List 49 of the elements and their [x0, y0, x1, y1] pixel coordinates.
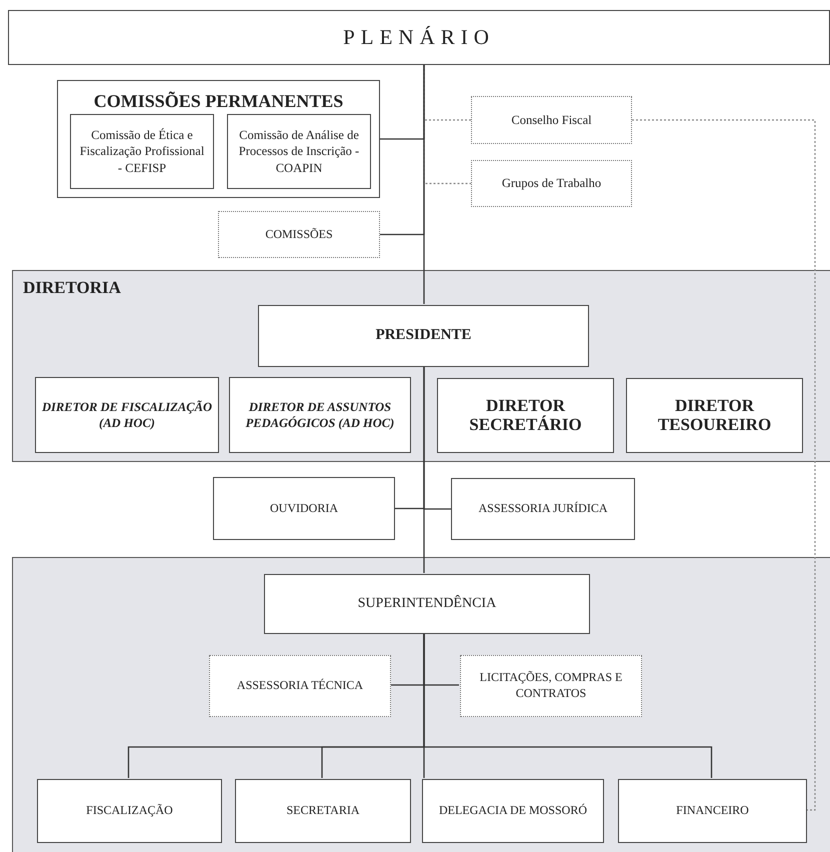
box-label: FINANCEIRO — [675, 803, 750, 819]
connector-line — [423, 366, 425, 573]
box-label: LICITAÇÕES, COMPRAS E CONTRATOS — [478, 670, 624, 702]
dashed-box — [218, 211, 380, 258]
box-label: Comissão de Ética e Fiscalização Profissional - CEFISP — [78, 127, 206, 176]
org-box — [35, 377, 219, 453]
dashed-box — [471, 160, 632, 207]
box-label: Grupos de Trabalho — [500, 175, 602, 192]
org-box — [70, 114, 214, 189]
box-label: Conselho Fiscal — [510, 112, 593, 128]
org-box — [227, 114, 371, 189]
org-box — [229, 377, 411, 453]
box-label: SUPERINTENDÊNCIA — [356, 594, 498, 613]
org-box — [264, 574, 590, 634]
connector-line — [423, 633, 712, 778]
box-label: DELEGACIA DE MOSSORÓ — [438, 803, 588, 819]
box-label: SECRETARIA — [285, 803, 361, 819]
dashed-box — [471, 96, 632, 144]
box-label: ASSESSORIA TÉCNICA — [236, 678, 364, 694]
org-box — [626, 378, 803, 453]
box-label: Comissão de Análise de Processos de Inscrição - COAPIN — [238, 127, 360, 176]
connector-line — [380, 65, 425, 236]
box-label: DIRETOR DE ASSUNTOS PEDAGÓGICOS (AD HOC) — [244, 398, 396, 432]
board-band — [12, 270, 830, 462]
box-label: DIRETOR DE FISCALIZAÇÃO (AD HOC) — [41, 398, 213, 432]
box-label: COMISSÕES — [264, 226, 334, 242]
box-label: PRESIDENTE — [374, 326, 472, 346]
org-box — [422, 779, 604, 843]
org-box — [235, 779, 411, 843]
heading: DIRETORIA — [23, 277, 121, 299]
dashed-box — [209, 655, 391, 717]
box-label: FISCALIZAÇÃO — [85, 803, 174, 819]
org-box — [213, 477, 395, 540]
org-box — [451, 478, 635, 540]
box-label: DIRETOR TESOUREIRO — [656, 396, 772, 434]
plenary-box — [8, 10, 830, 65]
org-box — [258, 305, 589, 367]
org-box — [37, 779, 222, 843]
committee-group-box — [57, 80, 380, 198]
org-box — [437, 378, 614, 453]
org-box — [618, 779, 807, 843]
heading: COMISSÕES PERMANENTES — [94, 90, 344, 113]
box-label: DIRETOR SECRETÁRIO — [468, 396, 583, 434]
management-band — [12, 557, 830, 852]
box-label: PLENÁRIO — [342, 24, 496, 51]
dashed-box — [460, 655, 642, 717]
box-label: OUVIDORIA — [269, 500, 339, 516]
dotted-connector — [632, 119, 816, 811]
box-label: ASSESSORIA JURÍDICA — [477, 501, 609, 517]
